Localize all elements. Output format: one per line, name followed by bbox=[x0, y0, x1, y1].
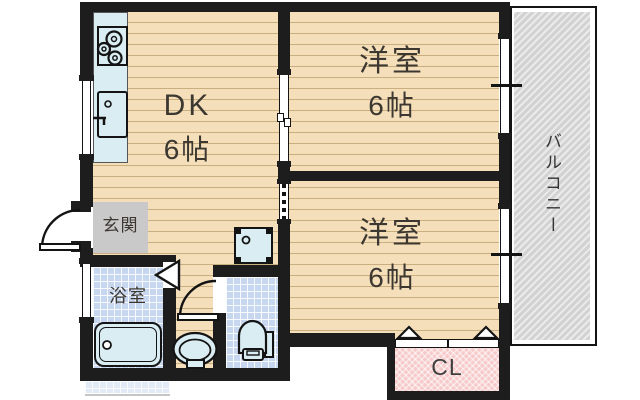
bathroom-window bbox=[82, 261, 91, 320]
kitchen-window bbox=[82, 78, 91, 157]
room-name: 洋室 bbox=[359, 45, 425, 78]
window-cap bbox=[498, 203, 511, 209]
wall bbox=[213, 265, 290, 277]
bathtub-inner-rim bbox=[99, 327, 157, 362]
room-size: 6帖 bbox=[163, 134, 212, 165]
tile-overflow-line bbox=[85, 394, 170, 396]
wall bbox=[499, 136, 510, 206]
entrance-floor bbox=[93, 202, 148, 253]
sliding-door-track bbox=[282, 184, 286, 220]
wall bbox=[278, 167, 290, 181]
room-size: 6帖 bbox=[368, 90, 416, 121]
window-cap bbox=[498, 303, 511, 309]
room-name: DK bbox=[163, 89, 212, 122]
window-cap bbox=[498, 33, 511, 39]
window-cap bbox=[79, 154, 94, 160]
wall bbox=[80, 155, 93, 207]
wall bbox=[499, 2, 510, 36]
door-jamb bbox=[71, 201, 91, 212]
room-label-west-bottom: 洋室 6帖 bbox=[318, 212, 466, 300]
washing-machine-pan-icon bbox=[234, 227, 273, 264]
closet-floor bbox=[395, 347, 499, 391]
toilet-tile-floor bbox=[226, 277, 278, 368]
balcony-hatch bbox=[514, 12, 590, 340]
door-cap bbox=[277, 69, 291, 75]
wall bbox=[163, 255, 176, 262]
room-name: 洋室 bbox=[359, 217, 425, 250]
balcony-window-bottom bbox=[500, 206, 510, 306]
room-label-genkan: 玄関 bbox=[102, 216, 139, 235]
wall bbox=[290, 171, 499, 181]
window-cap bbox=[79, 258, 94, 264]
window-cap bbox=[79, 317, 94, 323]
window-cap bbox=[79, 75, 94, 81]
wall bbox=[80, 2, 510, 12]
room-label-closet: CL bbox=[431, 354, 463, 380]
door-cap bbox=[277, 179, 291, 184]
wall bbox=[213, 313, 226, 381]
wall bbox=[387, 391, 510, 400]
door-cap bbox=[277, 161, 291, 167]
wall bbox=[278, 2, 290, 71]
wall bbox=[278, 222, 290, 381]
wall bbox=[80, 255, 176, 267]
sliding-door-junction bbox=[284, 118, 291, 127]
window-cap bbox=[498, 133, 511, 139]
room-label-dk: DK 6帖 bbox=[120, 84, 255, 172]
closet-folding-door-icon bbox=[395, 339, 499, 348]
door-jamb bbox=[71, 241, 91, 252]
wall bbox=[80, 2, 93, 78]
tile-overflow-strip bbox=[85, 381, 170, 393]
room-label-balcony: バルコニー bbox=[542, 132, 561, 237]
wall bbox=[387, 339, 395, 400]
wall bbox=[80, 368, 290, 381]
balcony-window-top bbox=[500, 36, 510, 136]
toilet-doorway bbox=[213, 277, 226, 313]
bathroom-doorway bbox=[163, 262, 176, 288]
wall bbox=[163, 288, 176, 381]
stove-icon bbox=[97, 26, 128, 66]
exterior-gap bbox=[290, 347, 387, 400]
room-label-west-top: 洋室 6帖 bbox=[318, 40, 466, 128]
room-size: 6帖 bbox=[368, 262, 416, 293]
door-cap bbox=[277, 219, 291, 224]
kitchen-sink-icon bbox=[97, 91, 128, 138]
wall bbox=[290, 333, 395, 347]
sliding-door-junction bbox=[277, 113, 284, 122]
bathtub-icon bbox=[94, 322, 162, 367]
room-label-bath: 浴室 bbox=[109, 286, 147, 306]
wall bbox=[80, 318, 93, 381]
wall bbox=[499, 306, 510, 400]
